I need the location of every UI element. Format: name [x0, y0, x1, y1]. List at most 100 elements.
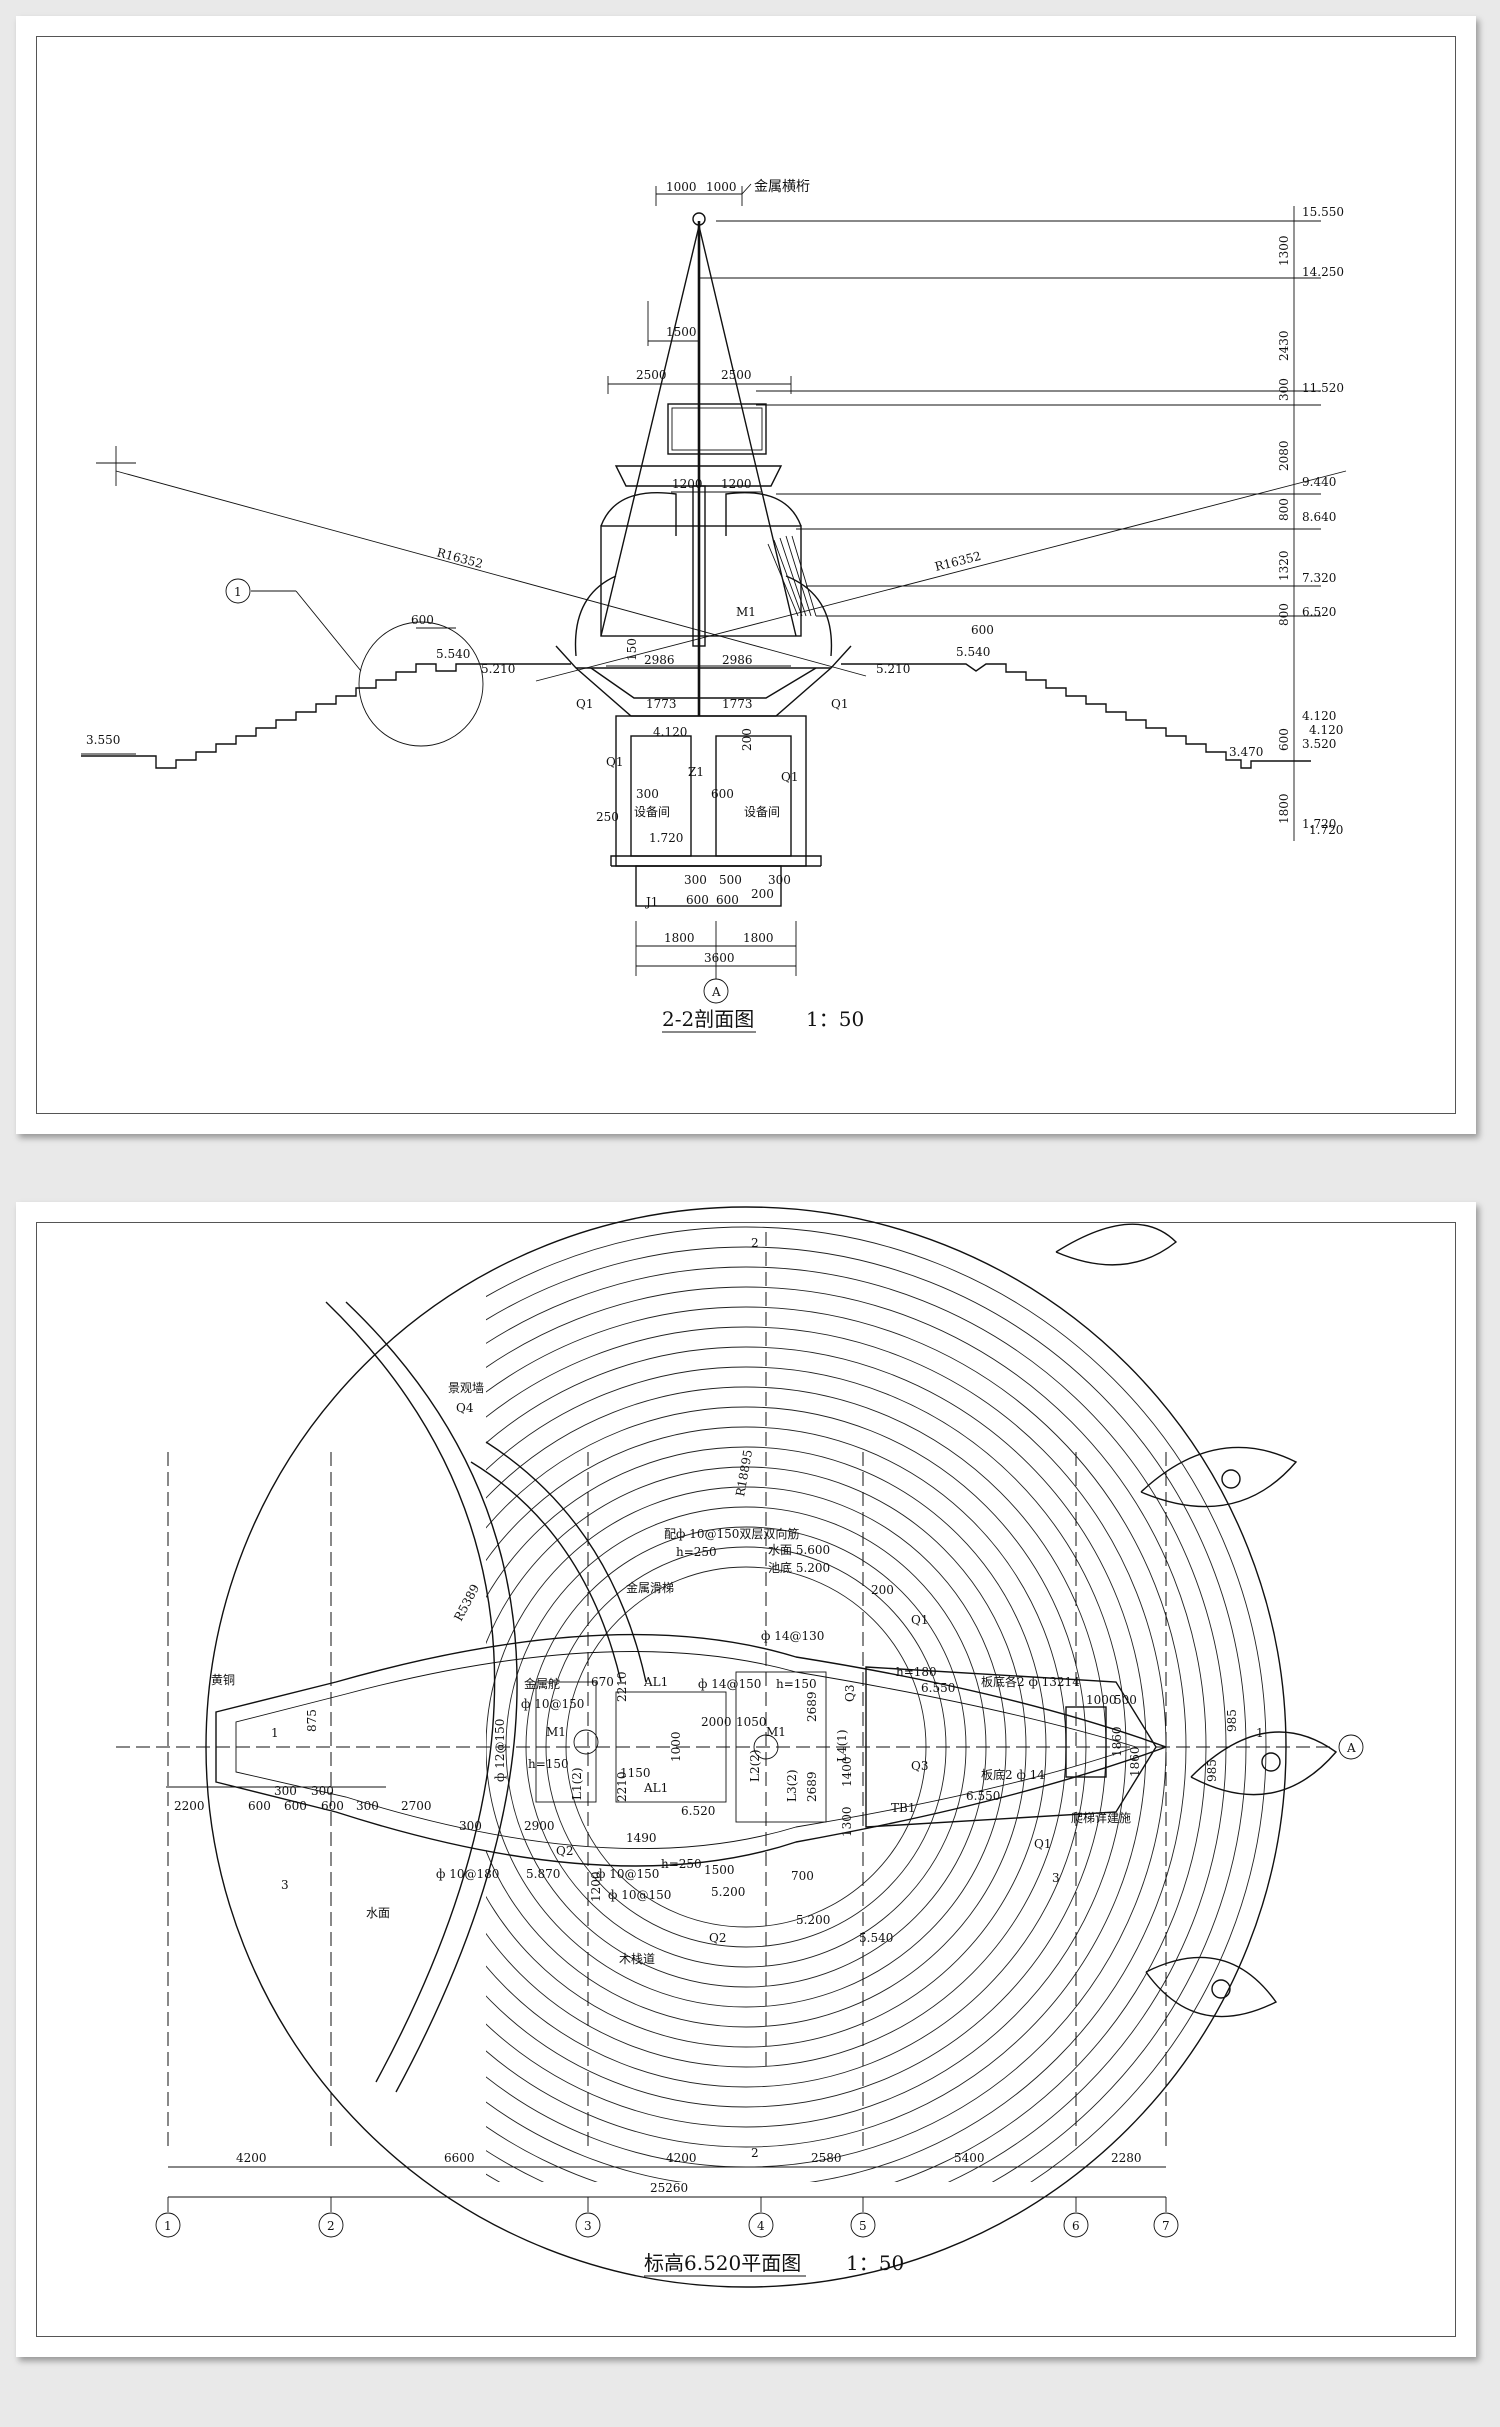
dim-top-2: 1000: [706, 180, 737, 194]
svg-text:6: 6: [1072, 2219, 1080, 2233]
landscape-wall: [325, 1301, 496, 2083]
label-q2-b: Q2: [709, 1931, 726, 1945]
svg-text:5400: 5400: [954, 2151, 985, 2165]
dim-1800-left: 1800: [664, 931, 695, 945]
label-metal-rudder: 金属舵: [524, 1676, 560, 1691]
metal-slide: [470, 1461, 622, 1683]
svg-text:985: 985: [1225, 1709, 1239, 1732]
dim-250-room: 250: [596, 810, 619, 824]
elev-5210-left: 5.210: [481, 662, 515, 676]
svg-text:2689: 2689: [805, 1691, 819, 1722]
label-r5389: R5389: [451, 1582, 482, 1624]
svg-text:2210: 2210: [615, 1671, 629, 1702]
section-scale: 1：50: [806, 1007, 864, 1031]
dim-300-found: 300: [684, 873, 707, 887]
dim-200-inner: 200: [740, 728, 754, 751]
label-elev-6520: 6.520: [681, 1804, 715, 1818]
label-l3: L3(2): [785, 1769, 799, 1802]
ship-hull: [215, 1633, 1169, 1867]
svg-text:2: 2: [327, 2219, 335, 2233]
section-drawing: 1000 1000 金属横桁 15.550 14.250 11.520 9.44…: [81, 179, 1347, 1033]
right-elevations: 15.550 14.250 11.520 9.440 8.640 7.320 6…: [1302, 205, 1344, 831]
svg-text:3: 3: [1052, 1871, 1060, 1885]
dim-1500: 1500: [666, 325, 697, 339]
svg-text:1: 1: [271, 1726, 279, 1740]
plan-scale: 1：50: [846, 2251, 904, 2275]
radius-label-right: R16352: [933, 549, 982, 574]
dim-300-found-right: 300: [768, 873, 791, 887]
label-plate-bottom-2: 板底2 ф 14: [981, 1767, 1045, 1782]
mast-ball: [692, 212, 706, 226]
axis-a-label: A: [711, 985, 721, 999]
dim-1200-left: 1200: [672, 477, 703, 491]
label-rebar-3: ф 10@150: [521, 1697, 584, 1711]
left-dims: 2200 600 600 300 300 600 300 2700 300: [174, 1784, 482, 1833]
label-pool-bottom: 池底 5.200: [768, 1560, 830, 1575]
label-q1-d: Q1: [781, 770, 798, 784]
svg-text:2900: 2900: [524, 1819, 555, 1833]
svg-text:1860: 1860: [1128, 1746, 1142, 1777]
label-q3-a: Q3: [911, 1759, 928, 1773]
svg-text:2: 2: [751, 1236, 759, 1250]
svg-text:1000: 1000: [669, 1731, 683, 1762]
label-water: 水面: [366, 1906, 390, 1920]
label-m1-a: M1: [546, 1725, 566, 1739]
svg-text:1300: 1300: [1277, 235, 1291, 266]
svg-text:8.640: 8.640: [1302, 510, 1336, 524]
label-q1-a: Q1: [576, 697, 593, 711]
svg-text:500: 500: [1114, 1693, 1137, 1707]
elev-1720-inner: 1.720: [649, 831, 683, 845]
svg-text:2200: 2200: [174, 1799, 205, 1813]
svg-text:3: 3: [584, 2219, 592, 2233]
label-ladder-note: 爬梯详建施: [1071, 1810, 1131, 1825]
label-h150-b: h=150: [776, 1677, 817, 1691]
svg-text:14.250: 14.250: [1302, 265, 1344, 279]
label-m1-b: M1: [766, 1725, 786, 1739]
elev-4120-inner: 4.120: [653, 725, 687, 739]
label-rebar-4: ф 12@150: [493, 1719, 507, 1782]
label-q1-b: Q1: [1034, 1837, 1051, 1851]
label-m1: M1: [736, 605, 756, 619]
dim-600-col: 600: [711, 787, 734, 801]
label-landscape-wall: 景观墙: [448, 1381, 484, 1395]
label-rebar-2: ф 14@150: [698, 1677, 761, 1691]
dim-500-found: 500: [719, 873, 742, 887]
svg-text:300: 300: [274, 1784, 297, 1798]
label-metal-slide: 金属滑梯: [626, 1580, 674, 1595]
label-elev-5200-b: 5.200: [796, 1913, 830, 1927]
dim-600-found-a: 600: [686, 893, 709, 907]
sheet-frame: [36, 1222, 1456, 2337]
elev-1720-right: 1.720: [1309, 823, 1343, 837]
label-al1-b: AL1: [643, 1781, 668, 1795]
grid-axes: 1 2 3 4 5 6 7: [155, 2197, 1179, 2238]
label-rebar-7: ф 10@150: [608, 1888, 671, 1902]
plan-labels: 景观墙 Q4 R18895 R5389 配ф 10@150双层双向筋 h=250…: [211, 1381, 1131, 1966]
elev-5540-right: 5.540: [956, 645, 990, 659]
label-rebar-6: ф 10@150: [596, 1867, 659, 1881]
svg-text:11.520: 11.520: [1302, 381, 1344, 395]
svg-text:2430: 2430: [1277, 330, 1291, 361]
total-dim: 25260: [650, 2181, 688, 2195]
svg-text:3.520: 3.520: [1302, 737, 1336, 751]
dim-600-found-b: 600: [716, 893, 739, 907]
label-q4: Q4: [456, 1401, 474, 1415]
radius-label-left: R16352: [435, 545, 484, 571]
svg-text:9.440: 9.440: [1302, 475, 1336, 489]
plan-drawing: 景观墙 Q4 R18895 R5389 配ф 10@150双层双向筋 h=250…: [116, 1206, 1364, 2288]
axis-bubble-a: [703, 978, 729, 1004]
hull-right: [785, 575, 833, 657]
seating-right: [841, 663, 1311, 769]
label-rebar-1: ф 14@130: [761, 1629, 824, 1643]
section-sheet: 1000 1000 金属横桁 15.550 14.250 11.520 9.44…: [16, 16, 1476, 1134]
svg-text:5: 5: [859, 2219, 867, 2233]
section-title: 2-2剖面图: [662, 1007, 754, 1031]
fish-3: [1190, 1731, 1338, 1796]
svg-text:2580: 2580: [811, 2151, 842, 2165]
label-equipment-room-left: 设备间: [634, 805, 670, 819]
svg-text:1: 1: [164, 2219, 172, 2233]
dim-150-inner: 150: [625, 638, 639, 661]
svg-text:4: 4: [757, 2219, 765, 2233]
svg-text:4200: 4200: [236, 2151, 267, 2165]
label-slab-rebar: 配ф 10@150双层双向筋: [664, 1526, 799, 1541]
label-h150-a: h=150: [528, 1757, 569, 1771]
